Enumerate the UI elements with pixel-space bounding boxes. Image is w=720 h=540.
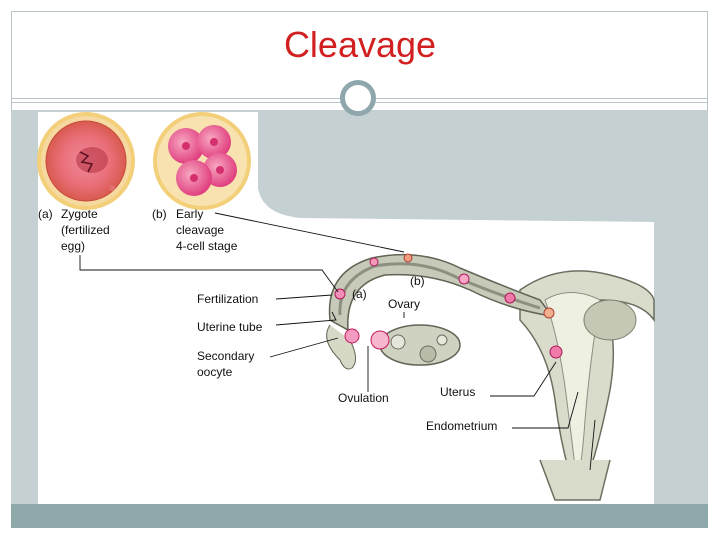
endometrium-label: Endometrium [426, 419, 497, 433]
uterus-illustration [519, 270, 655, 501]
secondary-oocyte-label-line2: oocyte [197, 365, 233, 379]
fertilization-label: Fertilization [197, 292, 258, 306]
zygote-image [37, 112, 135, 210]
four-cell-image [153, 112, 251, 210]
leader-lines [79, 212, 596, 471]
ovary-illustration [379, 324, 461, 366]
footer-bar [11, 504, 708, 528]
tube-marker-b: (b) [410, 274, 425, 288]
ovary-label: Ovary [388, 297, 420, 311]
early-cleavage-label-line1: Early [176, 207, 203, 221]
zygote-label-line2: (fertilized [61, 223, 110, 237]
slide-title: Cleavage [283, 24, 437, 65]
zygote-marker: (a) [38, 207, 53, 221]
early-cleavage-label-line3: 4-cell stage [176, 239, 238, 253]
early-cleavage-marker: (b) [152, 207, 167, 221]
divider-ring-ornament [340, 80, 376, 116]
ovulation-label: Ovulation [338, 391, 389, 405]
uterus-label: Uterus [440, 385, 475, 399]
uterine-tube-label: Uterine tube [197, 320, 263, 334]
zygote-label-line1: Zygote [61, 207, 98, 221]
zygote-label-line3: egg) [61, 239, 85, 253]
tube-marker-a: (a) [352, 287, 367, 301]
early-cleavage-label-line2: cleavage [176, 223, 224, 237]
secondary-oocyte-label-line1: Secondary [197, 349, 254, 363]
